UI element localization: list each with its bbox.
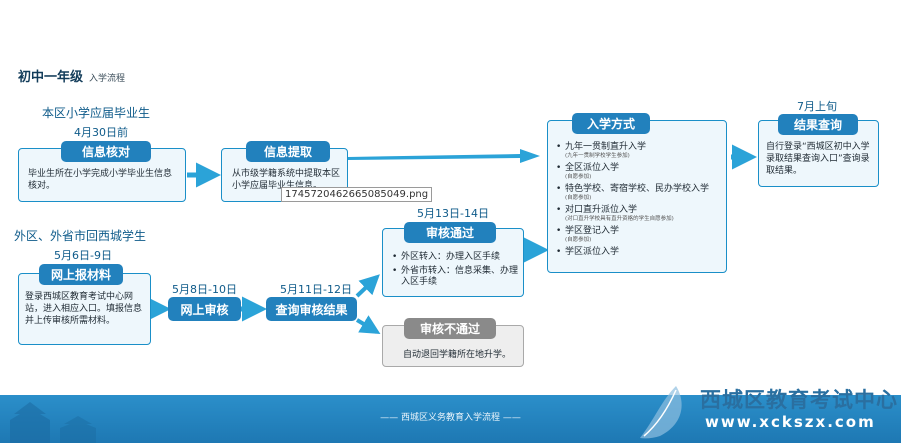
query-review-pill: 查询审核结果 — [266, 297, 357, 321]
enroll-method-label: 学区派位入学 — [565, 247, 620, 257]
info-extract-text: 从市级学籍系统中提取本区小学应届毕业生信息。 — [232, 169, 341, 191]
arrow-query-to-pass — [355, 274, 380, 298]
leaf-logo-icon — [640, 386, 682, 439]
enroll-method-item: 特色学校、寄宿学校、民办学校入学(自愿参加) — [556, 184, 726, 202]
title-subtitle: 入学流程 — [89, 74, 126, 84]
date-result: 7月上旬 — [797, 100, 837, 113]
enroll-methods-title: 入学方式 — [572, 113, 650, 134]
page-title: 初中一年级入学流程 — [18, 66, 125, 85]
title-main-text: 初中一年级 — [18, 70, 84, 85]
review-pass-item: 外省市转入：信息采集、办理入区手续 — [392, 266, 518, 288]
info-check-text: 毕业生所在小学完成小学毕业生信息核对。 — [28, 169, 173, 191]
enroll-method-item: 学区派位入学 — [556, 247, 726, 258]
group-heading-local: 本区小学应届毕业生 — [42, 106, 151, 120]
review-fail-title: 审核不通过 — [404, 318, 496, 339]
date-query-review: 5月11日-12日 — [280, 283, 352, 296]
enroll-methods-list: 九年一贯制直升入学(九年一贯制学校学生参加) 全区派位入学(自愿参加) 特色学校… — [556, 142, 726, 261]
arrow-extract-to-enroll — [348, 149, 540, 163]
group-heading-transfer: 外区、外省市回西城学生 — [14, 229, 147, 243]
enroll-method-label: 全区派位入学 — [565, 163, 620, 173]
date-online-review: 5月8日-10日 — [172, 283, 237, 296]
review-pass-item: 外区转入：办理入区手续 — [392, 252, 518, 263]
date-review-pass: 5月13日-14日 — [417, 207, 489, 220]
review-pass-title: 审核通过 — [404, 222, 496, 243]
watermark-url: www.xckszx.com — [705, 413, 876, 431]
info-check-title: 信息核对 — [61, 141, 151, 162]
enroll-method-label: 九年一贯制直升入学 — [565, 142, 647, 152]
online-signup-text: 登录西城区教育考试中心网站，进入相应入口。填报信息并上传审核所需材料。 — [25, 292, 143, 326]
enroll-method-item: 全区派位入学(自愿参加) — [556, 163, 726, 181]
review-pass-list: 外区转入：办理入区手续 外省市转入：信息采集、办理入区手续 — [392, 252, 518, 291]
enroll-method-note: (自愿参加) — [565, 174, 592, 180]
footer-banner — [0, 395, 901, 443]
enroll-method-item: 学区登记入学(自愿参加) — [556, 226, 726, 244]
enroll-method-label: 对口直升派位入学 — [565, 205, 638, 215]
footer-caption: —— 西城区义务教育入学流程 —— — [380, 413, 521, 423]
online-review-pill: 网上审核 — [168, 297, 241, 321]
arrow-query-to-fail — [355, 315, 381, 335]
enroll-method-label: 特色学校、寄宿学校、民办学校入学 — [565, 184, 710, 194]
watermark-name: 西城区教育考试中心 — [700, 388, 898, 412]
enroll-method-note: (自愿参加) — [565, 195, 592, 201]
enroll-method-label: 学区登记入学 — [565, 226, 620, 236]
date-info-check: 4月30日前 — [74, 126, 128, 139]
enroll-method-item: 九年一贯制直升入学(九年一贯制学校学生参加) — [556, 142, 726, 160]
online-signup-title: 网上报材料 — [39, 264, 123, 285]
enroll-method-note: (九年一贯制学校学生参加) — [565, 153, 630, 159]
pagoda-decoration-icon — [10, 402, 96, 443]
result-query-title: 结果查询 — [778, 114, 858, 135]
info-extract-title: 信息提取 — [246, 141, 330, 162]
enroll-method-item: 对口直升派位入学(对口直升学校具有直升资格的学生自愿参加) — [556, 205, 726, 223]
review-fail-text: 自动退回学籍所在地升学。 — [403, 350, 512, 360]
date-signup: 5月6日-9日 — [54, 249, 112, 262]
enroll-method-note: (对口直升学校具有直升资格的学生自愿参加) — [565, 216, 674, 222]
enroll-method-note: (自愿参加) — [565, 237, 592, 243]
image-filename-tooltip: 1745720462665085049.png — [281, 187, 433, 202]
result-query-text: 自行登录“西城区初中入学录取结果查询入口”查询录取结果。 — [766, 142, 870, 176]
